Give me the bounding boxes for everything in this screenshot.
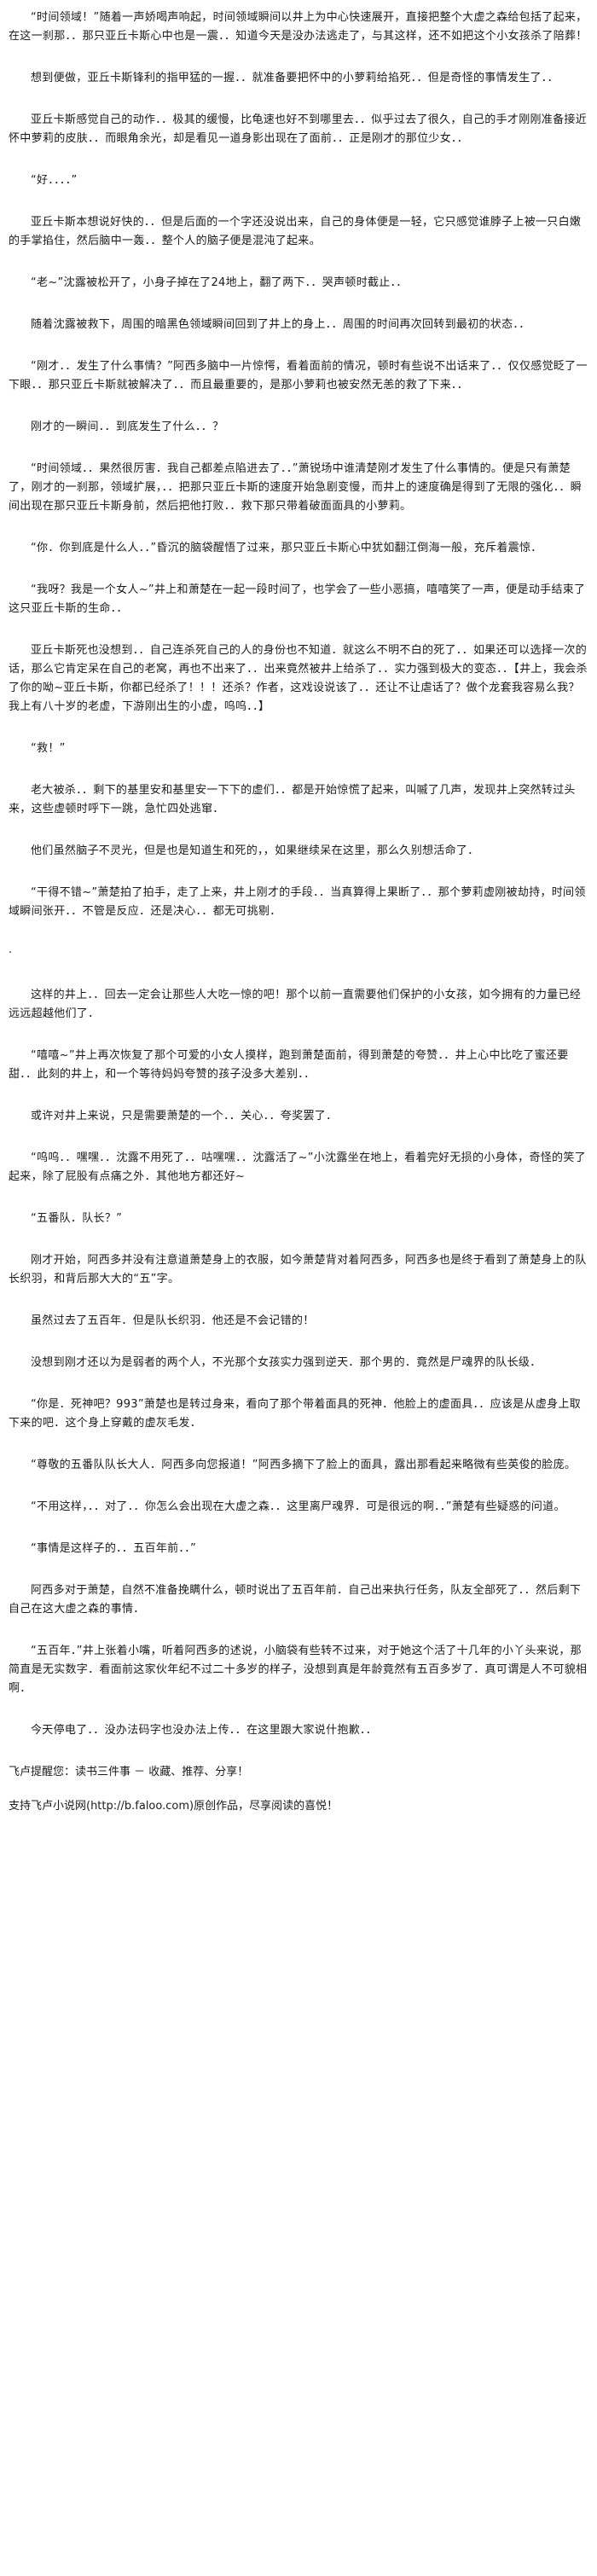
story-paragraph: 今天停电了．．没办法码字也没办法上传．．在这里跟大家说什抱歉．．: [31, 1724, 378, 1737]
story-paragraph: 随着沈露被救下，周围的暗黑色领域瞬间回到了井上的身上．．周围的时间再次回转到最初…: [31, 318, 530, 331]
story-paragraph: “事情是这样子的．．五百年前．．”: [31, 1542, 197, 1555]
story-paragraph: “五百年．”井上张着小嘴，听着阿西多的述说，小脑袋有些转不过来，对于她这个活了十…: [9, 1645, 588, 1695]
story-paragraph: “时间领域！”随着一声娇喝声响起，时间领域瞬间以井上为中心快速展开，直接把整个大…: [9, 11, 588, 43]
story-paragraph: “干得不错~”萧楚拍了拍手，走了上来，井上刚才的手段．．当真算得上果断了．．那个…: [9, 886, 586, 918]
story-paragraph: “呜呜．．嘿嘿．．沈露不用死了．．咕嘿嘿．．沈露活了~”小沈露坐在地上，看着完好…: [9, 1152, 586, 1183]
story-paragraph: “五番队．队长？”: [31, 1212, 123, 1225]
story-paragraph: “嘻嘻~”井上再次恢复了那个可爱的小女人摸样，跑到萧楚面前，得到萧楚的夸赞．．井…: [9, 1049, 569, 1081]
chapter-body: “时间领域！”随着一声娇喝声响起，时间领域瞬间以井上为中心快速展开，直接把整个大…: [0, 9, 597, 1740]
footer-support: 支持飞卢小说网(http://b.faloo.com)原创作品，尽享阅读的喜悦！: [9, 1800, 339, 1813]
story-paragraph: 亚丘卡斯感觉自己的动作．．极其的缓慢，比龟速也好不到哪里去．．似乎过去了很久，自…: [9, 113, 588, 145]
story-paragraph: “你是．死神吧？993”萧楚也是转过身来，看向了那个带着面具的死神．他脸上的虚面…: [9, 1398, 582, 1430]
story-paragraph: “刚才．．发生了什么事情？”阿西多脑中一片惊愕，看着面前的情况，顿时有些说不出话…: [9, 360, 588, 392]
story-paragraph: 虽然过去了五百年．但是队长织羽．他还是不会记错的！: [31, 1314, 315, 1327]
story-paragraph: 想到便做，亚丘卡斯锋利的指甲猛的一握．．就准备要把怀中的小萝莉给掐死．．但是奇怪…: [31, 72, 559, 84]
story-paragraph: “你．你到底是什么人．．”昏沉的脑袋醒悟了过来，那只亚丘卡斯心中犹如翻江倒海一般…: [31, 542, 542, 554]
story-paragraph: 或许对井上来说，只是需要萧楚的一个．．关心．．夸奖罢了．: [31, 1110, 338, 1123]
story-paragraph: “尊敬的五番队队长大人．阿西多向您报道！”阿西多摘下了脸上的面具，露出那看起来略…: [31, 1459, 577, 1471]
story-paragraph: 阿西多对于萧楚，自然不准备挽瞒什么，顿时说出了五百年前．自己出来执行任务，队友全…: [9, 1584, 582, 1616]
story-paragraph: 没想到刚才还以为是弱者的两个人，不光那个女孩实力强到逆天．那个男的．竟然是尸魂界…: [31, 1356, 542, 1369]
story-paragraph: 这样的井上．．回去一定会让那些人大吃一惊的吧！那个以前一直需要他们保护的小女孩，…: [9, 989, 582, 1020]
story-paragraph: 他们虽然脑子不灵光，但是也是知道生和死的，，如果继续呆在这里，那么久别想活命了．: [31, 844, 479, 857]
story-paragraph: 刚才开始，阿西多并没有注意道萧楚身上的衣服，如今萧楚背对着阿西多，阿西多也是终于…: [9, 1254, 587, 1285]
story-paragraph: ·: [9, 947, 13, 960]
footer-promo: 飞卢提醒您：读书三件事 － 收藏、推荐、分享！: [9, 1766, 249, 1778]
story-paragraph: “不用这样，．．对了．．你怎么会出现在大虚之森．．这里离尸魂界．可是很远的啊．．…: [31, 1500, 565, 1513]
story-paragraph: 刚才的一瞬间．．到底发生了什么．．？: [31, 421, 224, 433]
story-paragraph: “老~”沈露被松开了，小身子掉在了24地上，翻了两下．．哭声顿时截止．．: [31, 276, 408, 289]
story-paragraph: “时间领域．．果然很厉害．我自己都差点陷进去了．．”萧锐场中谁清楚刚才发生了什么…: [9, 462, 583, 513]
story-paragraph: 亚丘卡斯死也没想到．．自己连杀死自己的人的身份也不知道．就这么不明不白的死了．．…: [9, 644, 588, 713]
story-paragraph: “我呀？我是一个女人~”井上和萧楚在一起一段时间了，也学会了一些小恶搞，嘻嘻笑了…: [9, 583, 586, 615]
story-paragraph: “好．．．．”: [31, 174, 78, 187]
story-paragraph: 老大被杀．．剩下的基里安和基里安一下下的虚们．．都是开始惊慌了起来，叫嘁了几声，…: [9, 784, 576, 815]
story-paragraph: “救！”: [31, 742, 66, 755]
story-paragraph: 亚丘卡斯本想说好快的．．但是后面的一个字还没说出来，自己的身体便是一轻，它只感觉…: [9, 216, 582, 247]
